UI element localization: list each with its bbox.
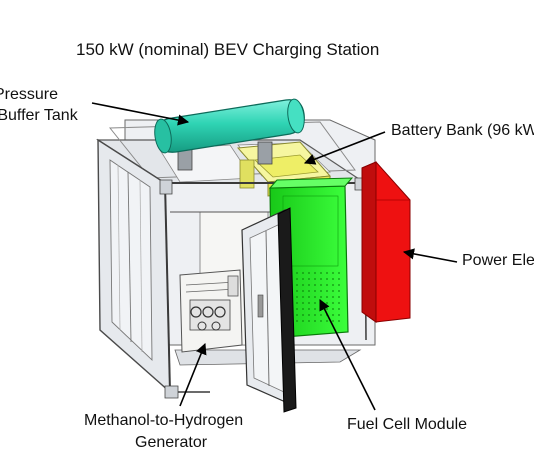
callout-arrows xyxy=(91,102,458,411)
methanol-to-hydrogen-generator xyxy=(179,269,243,353)
battery-bank-arrow xyxy=(303,131,386,165)
buffer-tank-arrow xyxy=(91,102,190,126)
buffer-tank-label-line1: Pressure xyxy=(0,86,59,103)
power-electronics xyxy=(361,161,411,323)
battery-bank-label: Battery Bank (96 kW xyxy=(391,122,534,139)
front-door xyxy=(241,207,297,413)
container-left-side xyxy=(97,138,171,394)
power-electronics-arrow xyxy=(402,248,458,263)
diagram-title: 150 kW (nominal) BEV Charging Station xyxy=(76,40,380,59)
fuel-cell-arrow xyxy=(319,298,376,411)
power-electronics-label: Power Ele xyxy=(462,252,534,269)
methanol-generator-arrow xyxy=(179,342,207,407)
methanol-generator-label-line2: Generator xyxy=(135,434,208,451)
buffer-tank xyxy=(154,98,305,171)
methanol-generator-label-line1: Methanol-to-Hydrogen xyxy=(84,412,244,429)
buffer-tank-label-line2: n Buffer Tank xyxy=(0,107,78,124)
fuel-cell-label: Fuel Cell Module xyxy=(347,416,468,433)
